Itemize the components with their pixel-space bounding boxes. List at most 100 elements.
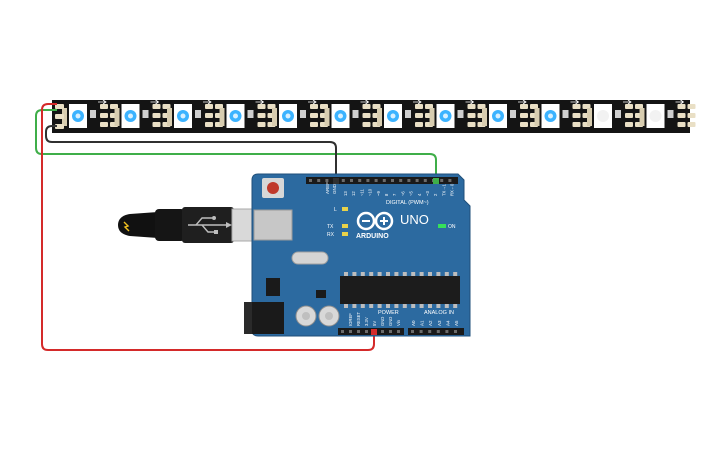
direction-arrow-icon [203, 99, 212, 105]
segment-pad [677, 104, 686, 109]
direction-arrow-icon [518, 99, 527, 105]
led-segment [62, 99, 118, 128]
led-strip[interactable] [52, 99, 696, 133]
digital-label: DIGITAL (PWM~) [386, 200, 429, 206]
header-pin-hole [397, 330, 400, 333]
led-highlight [75, 113, 81, 119]
arduino-brand: ARDUINO [356, 233, 389, 240]
segment-capacitor [562, 110, 569, 118]
pad-din [55, 114, 64, 119]
chip-pin [369, 304, 374, 308]
segment-pad [520, 122, 528, 127]
cable-boot [155, 209, 185, 241]
segment-pad [625, 104, 633, 109]
header-pin-hole [358, 179, 362, 182]
segment-resistor [272, 108, 277, 126]
segment-pad [415, 113, 423, 118]
chip-pin [453, 304, 458, 308]
chip-pin [419, 272, 424, 276]
segment-pad [257, 104, 266, 109]
segment-pad [362, 104, 371, 109]
header-pin-hole [411, 330, 414, 333]
segment-pad [205, 104, 213, 109]
chip-pin [419, 304, 424, 308]
led-segment [482, 99, 538, 128]
analog-pin-label: A5 [454, 320, 459, 326]
chip-pin [377, 304, 382, 308]
segment-capacitor [615, 110, 621, 118]
led-unlit [597, 110, 609, 122]
digital-pin-label: TX→1 [441, 183, 446, 196]
chip-pin [386, 304, 390, 308]
header-pin-hole [399, 179, 403, 182]
segment-pad [530, 104, 538, 109]
segment-pad [520, 104, 528, 109]
power-pin-label: Vin [396, 319, 401, 326]
chip-pin [444, 272, 449, 276]
header-pin-hole [381, 330, 384, 333]
segment-pad [572, 104, 581, 109]
ground-wire[interactable] [45, 125, 337, 180]
header-pin-hole [357, 330, 360, 333]
voltage-regulator [266, 278, 280, 296]
segment-pad [687, 104, 696, 109]
segment-pad [520, 113, 528, 118]
segment-pad [162, 104, 171, 109]
on-led [438, 224, 446, 228]
chip-pin [436, 304, 441, 308]
wire-ends [333, 178, 439, 335]
direction-arrow-icon [675, 99, 685, 105]
chip-pin [444, 304, 449, 308]
chip-pin [394, 304, 399, 308]
power-pin-label: IOREF [348, 313, 353, 326]
usb-cable [118, 207, 259, 243]
logo-left-ring [356, 211, 376, 231]
segment-resistor [324, 108, 330, 126]
segment-pad [257, 113, 266, 118]
analog-pin-label: A2 [428, 320, 433, 326]
reset-button[interactable] [267, 182, 279, 194]
power-jack-edge [244, 302, 252, 334]
segment-capacitor [300, 110, 306, 118]
led-segment [639, 99, 696, 128]
chip-pin [344, 304, 348, 308]
segment-resistor [639, 108, 645, 126]
segment-pad [477, 104, 486, 109]
chip-pin [428, 272, 432, 276]
header-pin-hole [317, 179, 321, 182]
ground-wire-end [333, 178, 339, 184]
led-highlight [443, 113, 448, 119]
led-unlit [649, 110, 662, 122]
segment-resistor [429, 108, 435, 126]
segment-pad [415, 122, 423, 127]
power-wire[interactable] [41, 103, 375, 351]
digital-pin-label: ~9 [376, 191, 381, 196]
segment-pad [572, 113, 581, 118]
segment-pad [635, 104, 643, 109]
segment-pad [362, 113, 371, 118]
chip-pin [428, 304, 432, 308]
usb-b-port [253, 209, 293, 241]
led-segment [324, 99, 381, 128]
segment-pad [310, 122, 318, 127]
analog-pin-holes [411, 330, 457, 333]
header-pin-hole [374, 179, 378, 182]
digital-pin-label: 4 [417, 193, 422, 196]
digital-pin-label: 12 [351, 191, 356, 196]
digital-pin-label: ~11 [359, 189, 364, 196]
rx-led-label: RX [327, 232, 335, 238]
header-pin-hole [349, 330, 352, 333]
header-pin-hole [419, 330, 423, 333]
segment-capacitor [352, 110, 359, 118]
segment-pad [205, 113, 213, 118]
header-pin-hole [448, 179, 452, 182]
segment-capacitor [457, 110, 464, 118]
segment-capacitor [90, 110, 96, 118]
analog-pin-label: A0 [411, 320, 416, 326]
header-pin-hole [440, 179, 444, 182]
led-highlight [390, 113, 396, 119]
segment-pad [625, 122, 633, 127]
power-pin-label: 5V [372, 321, 377, 326]
data-wire[interactable] [35, 109, 437, 180]
